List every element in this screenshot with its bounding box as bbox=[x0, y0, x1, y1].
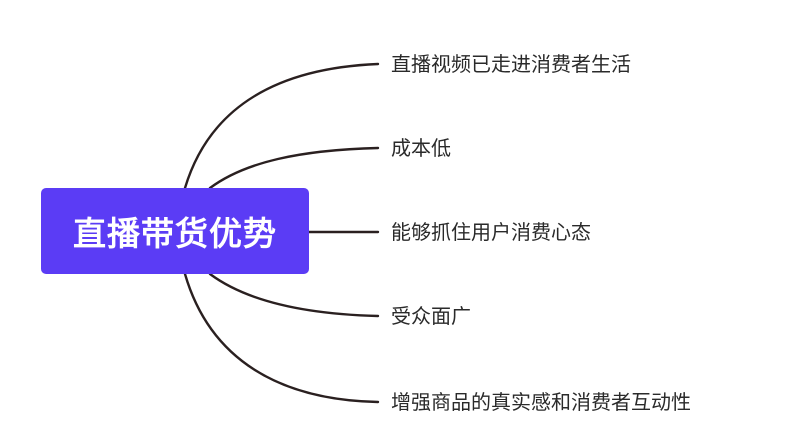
central-topic-label: 直播带货优势 bbox=[73, 214, 277, 253]
branch-topic-3[interactable]: 能够抓住用户消费心态 bbox=[391, 220, 591, 244]
connector-branch-2 bbox=[208, 146, 380, 190]
connector-branch-5 bbox=[183, 272, 380, 404]
branch-topic-4[interactable]: 受众面广 bbox=[391, 304, 471, 328]
connector-branch-4 bbox=[208, 272, 380, 318]
branch-topic-5[interactable]: 增强商品的真实感和消费者互动性 bbox=[391, 390, 691, 414]
branch-topic-2[interactable]: 成本低 bbox=[391, 136, 451, 160]
branch-topic-1[interactable]: 直播视频已走进消费者生活 bbox=[391, 52, 631, 76]
connector-branch-1 bbox=[183, 62, 380, 190]
central-topic-node[interactable]: 直播带货优势 bbox=[41, 188, 309, 274]
